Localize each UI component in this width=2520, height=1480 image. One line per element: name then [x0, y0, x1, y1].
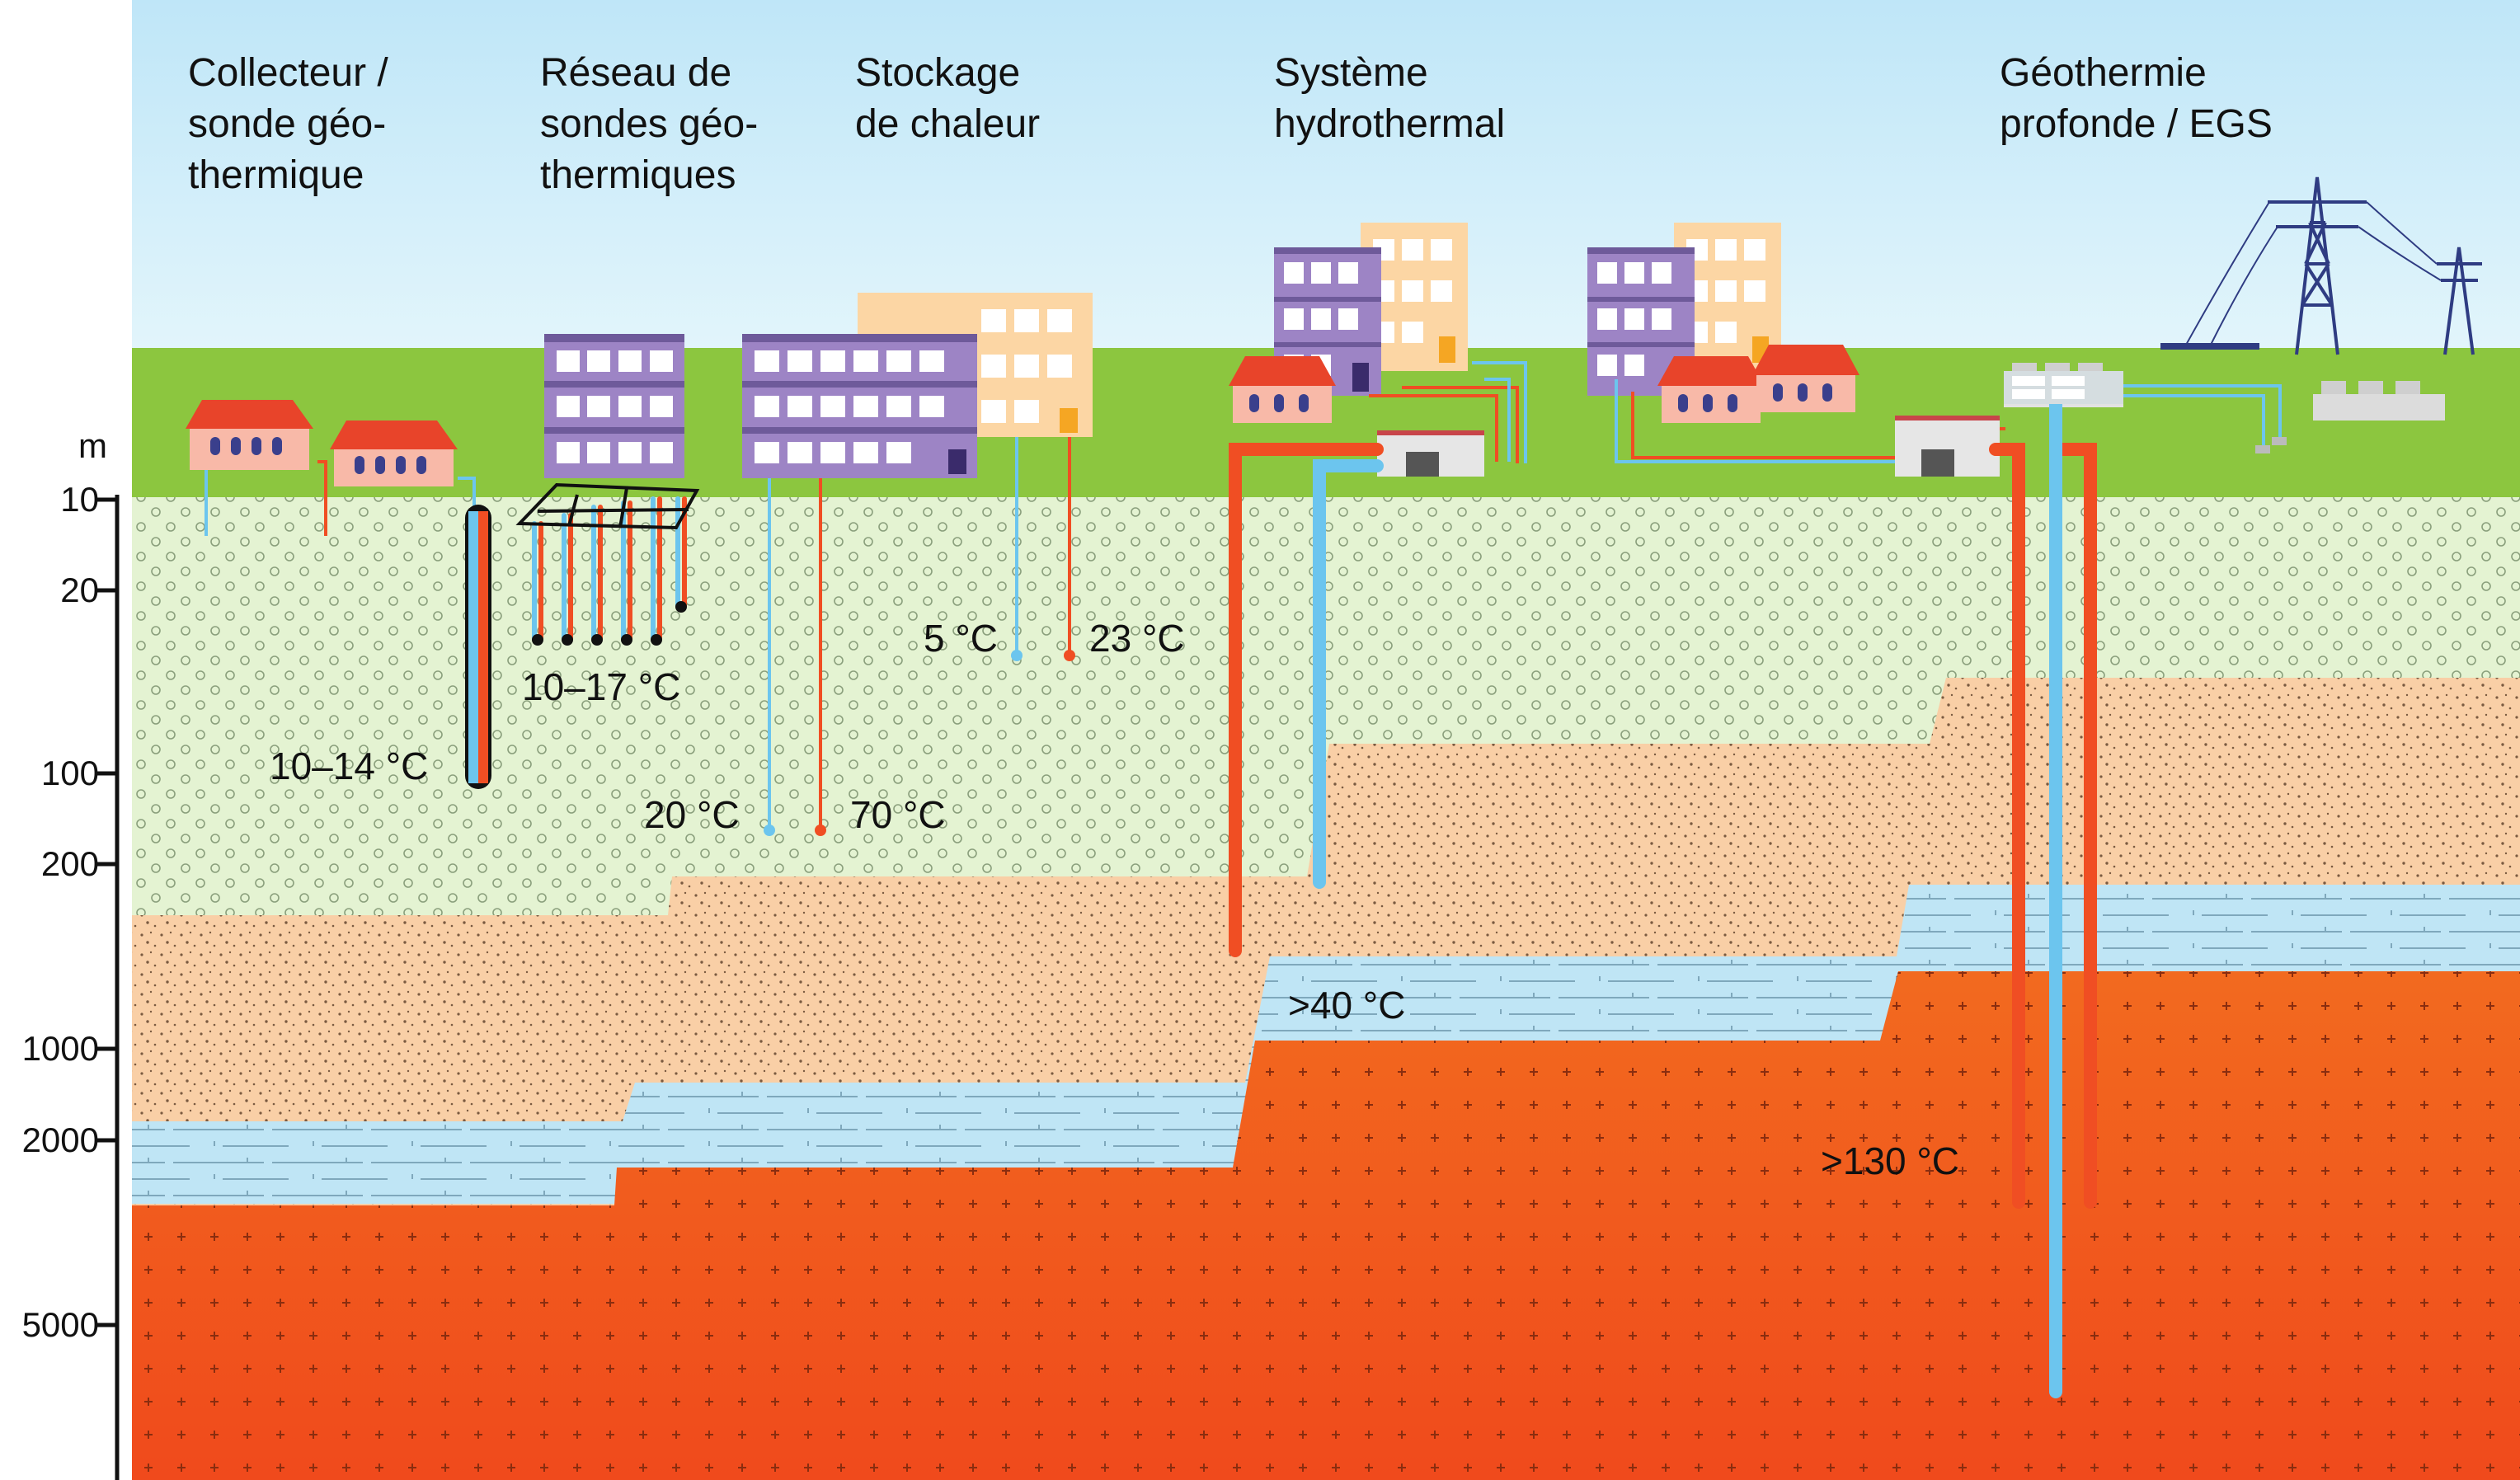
temp-collector: 10–14 °C	[270, 745, 429, 787]
depth-tick-10: 10	[60, 480, 99, 519]
temp-hydrothermal: >40 °C	[1288, 984, 1406, 1027]
power-pylon-icon	[2268, 176, 2482, 355]
house-icon	[1752, 345, 1859, 412]
category-collector: Collecteur / sonde géo- thermique	[188, 51, 388, 197]
surface-connection-pipes	[205, 361, 2287, 536]
temp-probe-field: 10–17 °C	[522, 665, 681, 708]
temp-store-cold: 5 °C	[924, 617, 998, 660]
house-icon	[330, 421, 458, 486]
temp-aquifer-hot: 70 °C	[850, 793, 946, 836]
depth-tick-2000: 2000	[21, 1121, 99, 1159]
depth-tick-5000: 5000	[21, 1305, 99, 1344]
category-hydrothermal: Système hydrothermal	[1274, 51, 1506, 146]
depth-axis	[97, 495, 120, 1480]
hydrothermal-well	[1229, 443, 1384, 957]
apartment-block-icon	[544, 334, 684, 478]
temp-store-warm: 23 °C	[1089, 617, 1185, 660]
probe-field	[515, 482, 700, 646]
hot-rock-texture	[132, 971, 2520, 1480]
category-probe-field: Réseau de sondes géo- thermiques	[540, 51, 759, 197]
house-icon	[1229, 356, 1336, 423]
depth-tick-200: 200	[40, 844, 99, 883]
power-lines	[2160, 201, 2442, 350]
house-icon	[1657, 356, 1765, 423]
geothermal-probe	[465, 505, 491, 789]
heating-plant-icon	[1895, 416, 2000, 477]
depth-unit-label: m	[78, 426, 107, 465]
heating-plant-icon	[1377, 430, 1484, 477]
depth-tick-20: 20	[60, 571, 99, 609]
category-heat-storage: Stockage de chaleur	[855, 51, 1041, 146]
depth-tick-100: 100	[40, 754, 99, 792]
heat-storage-pipes	[764, 437, 1075, 836]
depth-tick-1000: 1000	[21, 1029, 99, 1068]
apartment-block-icon	[742, 334, 977, 478]
plant-cooling-units	[2004, 371, 2123, 404]
house-icon	[186, 400, 313, 470]
temp-egs: >130 °C	[1821, 1139, 1960, 1182]
category-deep-geothermal: Géothermie profonde / EGS	[2000, 51, 2273, 146]
temp-aquifer-cold: 20 °C	[644, 793, 740, 836]
power-station-icon	[2313, 381, 2445, 421]
egs-wells	[1989, 389, 2097, 1398]
